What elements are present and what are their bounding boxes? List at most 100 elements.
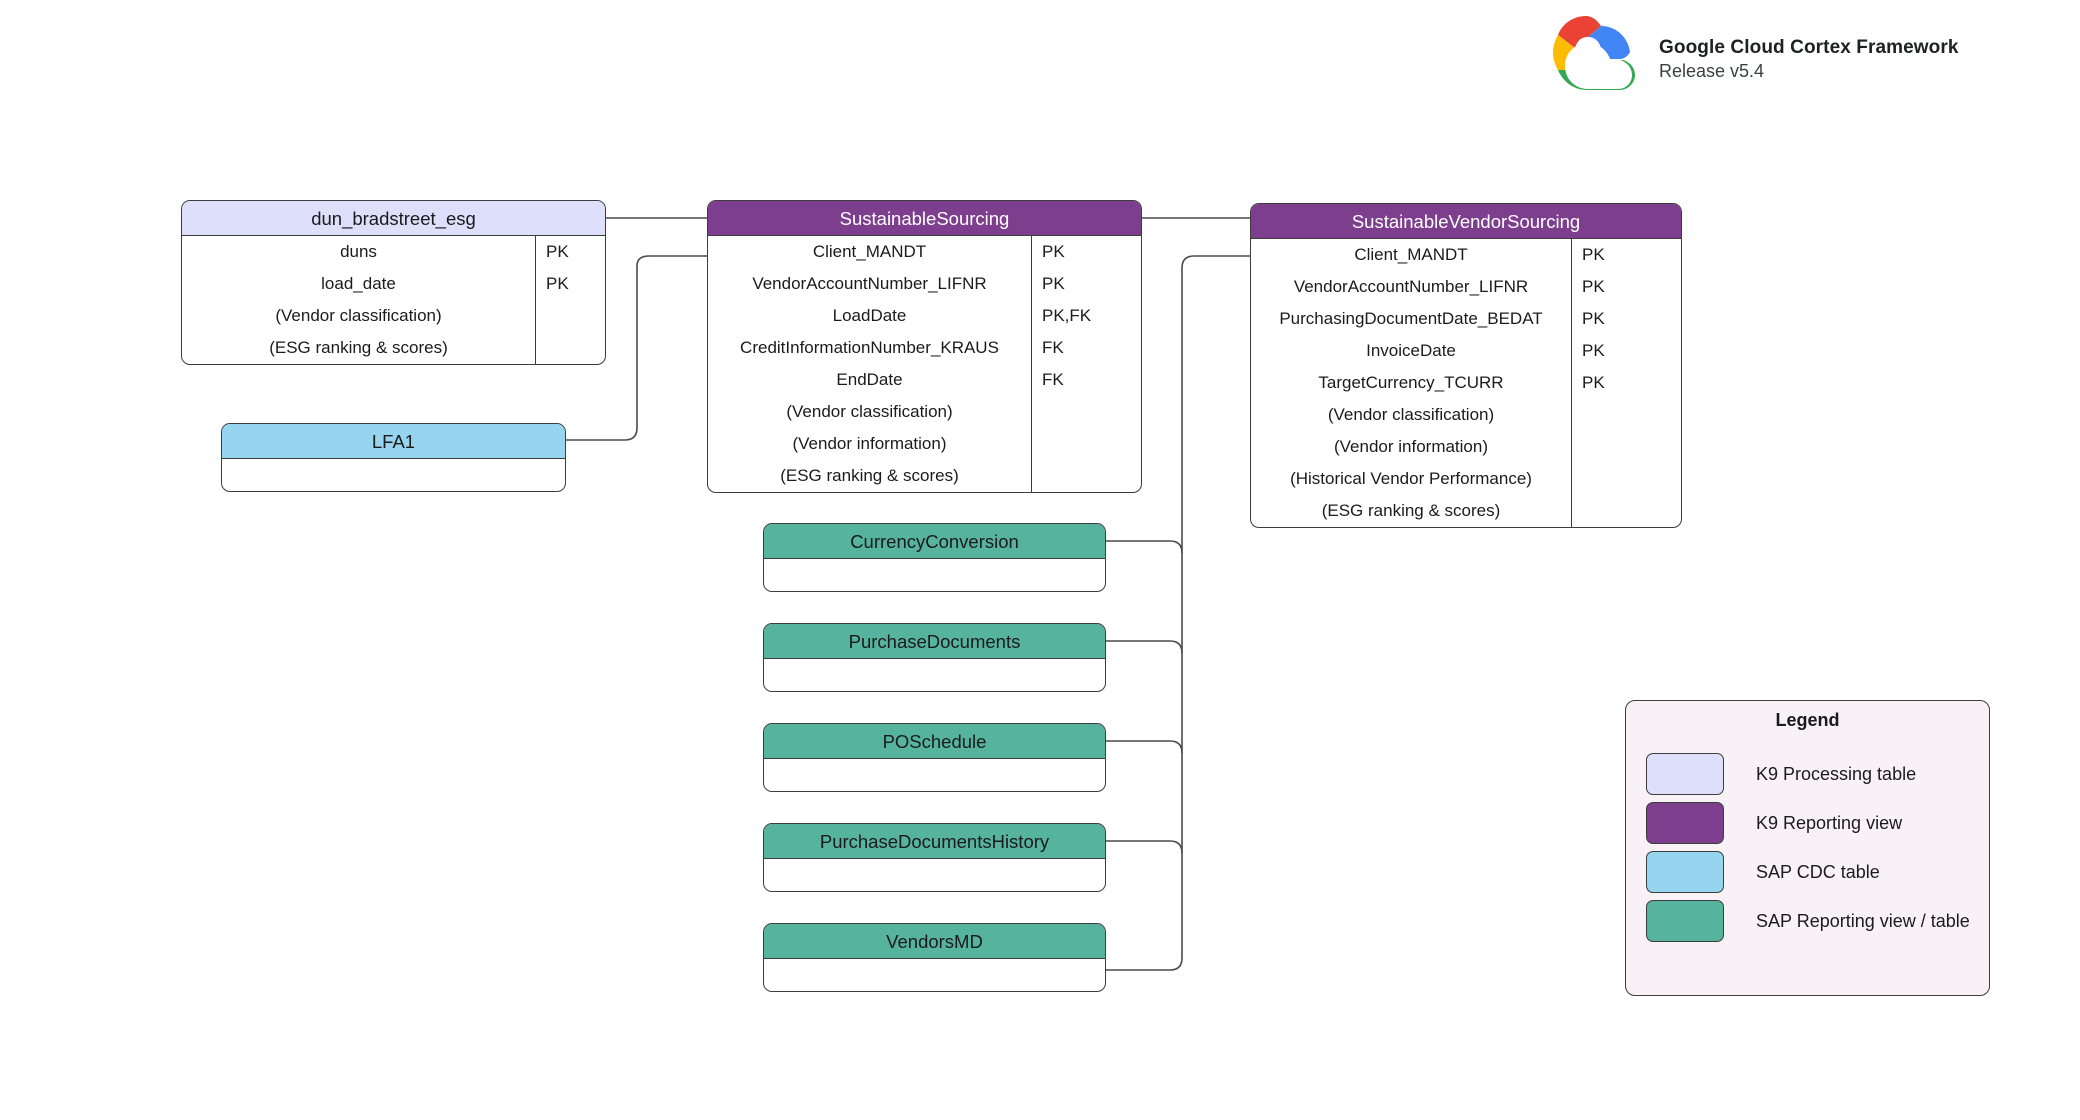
brand-title: Google Cloud Cortex Framework (1659, 37, 1959, 58)
field-name: (Vendor classification) (786, 402, 953, 421)
entity-body: duns load_date (Vendor classification) (ESG… (182, 236, 605, 364)
key-column: PK PK (535, 236, 605, 364)
legend-swatch (1646, 900, 1724, 942)
field-key: PK (1582, 309, 1605, 328)
entity-body (222, 459, 565, 491)
field-column (764, 859, 1105, 891)
entity-currencyconversion[interactable]: CurrencyConversion (763, 523, 1106, 592)
field-column (764, 959, 1105, 991)
google-cloud-logo-icon (1553, 16, 1635, 90)
entity-body (764, 859, 1105, 891)
entity-body (764, 559, 1105, 591)
field-name: (Historical Vendor Performance) (1290, 469, 1532, 488)
field-name: VendorAccountNumber_LIFNR (752, 274, 987, 293)
field-key: PK (1582, 277, 1605, 296)
entity-title: dun_bradstreet_esg (182, 201, 605, 236)
field-key (1032, 460, 1141, 492)
field-column (222, 459, 565, 491)
legend-item: K9 Processing table (1646, 753, 1976, 795)
field-key (536, 300, 605, 332)
link-purchasedocuments-trunk (1106, 640, 1183, 654)
field-name: PurchasingDocumentDate_BEDAT (1279, 309, 1543, 328)
field-key: PK (546, 274, 569, 293)
field-key (1572, 431, 1681, 463)
entity-lfa1[interactable]: LFA1 (221, 423, 566, 492)
field-name: (Vendor information) (1333, 437, 1489, 456)
link-lfa1-sustainablesourcing (566, 255, 707, 441)
field-name: (Vendor information) (792, 434, 947, 453)
field-key: PK (1582, 341, 1605, 360)
legend-swatch (1646, 753, 1724, 795)
link-trunk-vendorsourcing (1106, 255, 1250, 971)
field-key: PK (546, 242, 569, 261)
field-key (1572, 399, 1681, 431)
brand-header: Google Cloud Cortex Framework Release v5… (1531, 8, 2011, 98)
entity-body: Client_MANDT VendorAccountNumber_LIFNR Pur… (1251, 239, 1681, 527)
field-name: Client_MANDT (812, 242, 927, 261)
entity-poschedule[interactable]: POSchedule (763, 723, 1106, 792)
field-name: load_date (321, 274, 396, 293)
entity-title: CurrencyConversion (764, 524, 1105, 559)
field-name (222, 459, 565, 491)
field-name (764, 859, 1105, 891)
field-key: FK (1042, 338, 1064, 357)
legend-label: SAP Reporting view / table (1756, 911, 1970, 931)
field-name: CreditInformationNumber_KRAUS (740, 338, 999, 357)
legend-label: K9 Reporting view (1756, 813, 1903, 833)
field-name: InvoiceDate (1366, 341, 1456, 360)
field-key: PK (1582, 245, 1605, 264)
entity-title: SustainableVendorSourcing (1251, 204, 1681, 239)
field-key (536, 332, 605, 364)
field-name: (ESG ranking & scores) (1321, 501, 1501, 520)
field-key: PK (1042, 274, 1065, 293)
field-key (1572, 495, 1681, 527)
key-column: PK PK PK PK PK (1571, 239, 1681, 527)
link-currencyconversion-trunk (1106, 540, 1183, 554)
legend-panel: Legend K9 Processing table K9 Reporting v… (1625, 700, 1990, 996)
field-name: TargetCurrency_TCURR (1318, 373, 1504, 392)
entity-body (764, 959, 1105, 991)
field-name: (Vendor classification) (1327, 405, 1495, 424)
field-name (764, 659, 1105, 691)
legend-item: K9 Reporting view (1646, 802, 1976, 844)
entity-title: LFA1 (222, 424, 565, 459)
entity-title: POSchedule (764, 724, 1105, 759)
entity-title: SustainableSourcing (708, 201, 1141, 236)
field-key (1572, 463, 1681, 495)
legend-swatch (1646, 851, 1724, 893)
link-poschedule-trunk (1106, 740, 1183, 754)
legend-item: SAP Reporting view / table (1646, 900, 1976, 942)
entity-title: VendorsMD (764, 924, 1105, 959)
legend-label: K9 Processing table (1756, 764, 1917, 784)
field-name: (ESG ranking & scores) (269, 338, 448, 357)
entity-purchasedocuments[interactable]: PurchaseDocuments (763, 623, 1106, 692)
legend-label: SAP CDC table (1756, 862, 1880, 882)
field-name: VendorAccountNumber_LIFNR (1293, 277, 1529, 296)
field-column: Client_MANDT VendorAccountNumber_LIFNR Pur… (1251, 239, 1571, 527)
field-name: LoadDate (832, 306, 907, 325)
field-name: (Vendor classification) (275, 306, 442, 325)
entity-title: PurchaseDocuments (764, 624, 1105, 659)
field-key: PK,FK (1042, 306, 1092, 325)
entity-purchasedocumentshistory[interactable]: PurchaseDocumentsHistory (763, 823, 1106, 892)
entity-vendorsmd[interactable]: VendorsMD (763, 923, 1106, 992)
field-name: (ESG ranking & scores) (780, 466, 959, 485)
field-key (1032, 396, 1141, 428)
field-column (764, 759, 1105, 791)
field-key: FK (1042, 370, 1064, 389)
legend-swatch (1646, 802, 1724, 844)
field-name (764, 959, 1105, 991)
field-name (764, 559, 1105, 591)
field-name: Client_MANDT (1354, 245, 1468, 264)
field-column (764, 659, 1105, 691)
field-name: duns (340, 242, 377, 261)
field-name: EndDate (836, 370, 903, 389)
legend-item: SAP CDC table (1646, 851, 1976, 893)
legend-title: Legend (1775, 710, 1840, 730)
field-key: PK (1582, 373, 1605, 392)
